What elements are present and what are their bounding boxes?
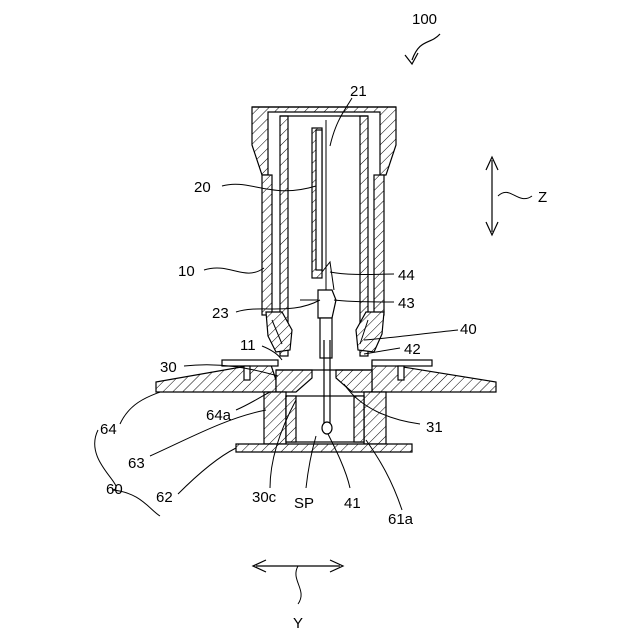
label-60: 60 [106,481,123,498]
label-31: 31 [426,419,443,436]
label-44: 44 [398,267,415,284]
label-63: 63 [128,455,145,472]
label-21: 21 [350,83,367,100]
figure-number: 100 [412,11,437,28]
y-axis-label: Y [293,615,303,632]
label-30: 30 [160,359,177,376]
label-43: 43 [398,295,415,312]
label-SP: SP [294,495,314,512]
y-axis-indicator: Y [253,560,343,632]
label-41: 41 [344,495,361,512]
label-64a: 64a [206,407,232,424]
label-23: 23 [212,305,229,322]
figure-pointer-arrowhead [405,53,418,64]
z-axis-label: Z [538,189,547,206]
label-64: 64 [100,421,117,438]
z-axis-indicator: Z [486,157,547,235]
outer-housing [252,107,396,315]
label-61a: 61a [388,511,414,528]
label-10: 10 [178,263,195,280]
label-30c: 30c [252,489,277,506]
label-11: 11 [240,337,256,354]
label-20: 20 [194,179,211,196]
label-42: 42 [404,341,421,358]
label-62: 62 [156,489,173,506]
label-40: 40 [460,321,477,338]
